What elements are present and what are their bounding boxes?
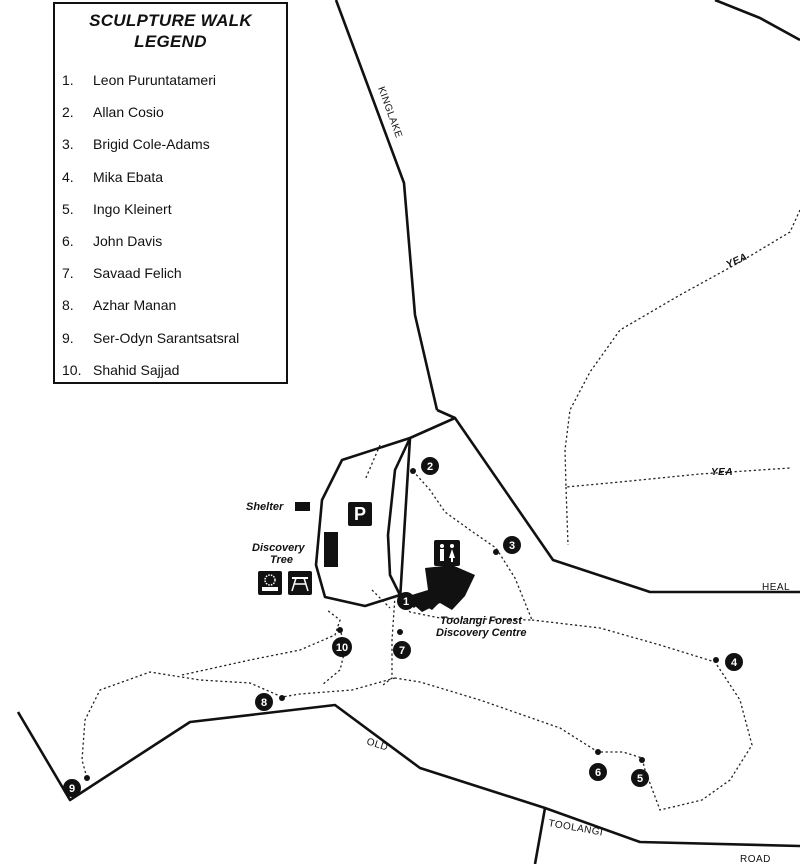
sculpture-marker-5[interactable]: 5 [631,757,649,787]
legend-item-name: Allan Cosio [93,104,164,121]
track-2-3 [412,470,533,621]
svg-text:2: 2 [427,461,433,473]
legend-item: 6. John Davis [55,225,286,257]
legend-item-number: 9. [62,329,74,346]
kinglake-road [334,0,439,411]
svg-text:5: 5 [637,773,643,785]
yea-track-upper [564,209,800,488]
discovery-tree-label-line1: Discovery [252,542,305,554]
legend-title-line1: SCULPTURE WALK [89,11,252,30]
legend-title: SCULPTURE WALK LEGEND [55,10,286,52]
road-label-heal: HEAL [762,582,790,593]
track-west-upper [181,609,341,676]
shelter-icon [295,502,310,511]
legend-item-number: 2. [62,104,74,121]
legend-item: 9. Ser-Odyn Sarantsatsral [55,322,286,354]
picnic-table-icon [288,571,312,595]
road-label-road: ROAD [740,854,771,864]
kinglake-road-lower [436,408,800,594]
svg-text:1: 1 [403,596,409,608]
legend-item-name: Brigid Cole-Adams [93,136,210,153]
sculpture-marker-10[interactable]: 10 [332,627,352,657]
svg-text:10: 10 [336,642,348,654]
legend-item-name: Shahid Sajjad [93,361,180,378]
svg-text:9: 9 [69,783,75,795]
discovery-centre-label-line1: Toolangi Forest [440,615,523,627]
legend-item: 5. Ingo Kleinert [55,193,286,225]
track-west-loop [81,671,396,779]
road-label-yea-lower: YEA [711,467,733,478]
legend-item-number: 10. [62,361,82,378]
legend-item: 8. Azhar Manan [55,289,286,321]
legend-item-number: 6. [62,233,74,250]
track-east-loop [394,619,753,811]
svg-text:4: 4 [731,657,738,669]
legend-item-name: Leon Puruntatameri [93,72,216,89]
legend-item-name: Ser-Odyn Sarantsatsral [93,329,240,346]
barbecue-icon [258,571,282,595]
legend-item: 4. Mika Ebata [55,161,286,193]
sculpture-markers: 1 2 3 4 5 6 7 [63,457,743,797]
track-carpark-south [371,589,391,609]
old-road [16,703,800,848]
svg-text:8: 8 [261,697,267,709]
legend-item: 10. Shahid Sajjad [55,354,286,386]
road-label-yea-upper: YEA [725,251,750,270]
legend-item-number: 1. [62,72,74,89]
sculpture-marker-3[interactable]: 3 [493,536,521,555]
sculpture-marker-7[interactable]: 7 [393,629,411,659]
legend-item-number: 7. [62,265,74,282]
legend-item-number: 5. [62,200,74,217]
toolangi-road-spur [533,807,547,864]
centre-access-road [398,437,412,601]
track-centre-south [382,595,396,686]
track-carpark-north [364,444,381,481]
legend-item-name: Ingo Kleinert [93,200,172,217]
road-label-toolangi: TOOLANGI [547,818,604,838]
svg-text:7: 7 [399,645,405,657]
sculpture-marker-2[interactable]: 2 [410,457,439,475]
shelter-label: Shelter [246,501,284,513]
legend-item-name: Azhar Manan [93,297,177,314]
toilets-icon [434,540,460,566]
walking-tracks [81,209,800,811]
sculpture-marker-4[interactable]: 4 [713,653,743,671]
sculpture-marker-8[interactable]: 8 [255,693,285,711]
legend-item-number: 4. [62,168,74,185]
track-to-1 [399,599,533,621]
parking-letter: P [354,504,366,524]
legend-box: SCULPTURE WALK LEGEND 1. Leon Puruntatame… [53,2,288,384]
svg-text:6: 6 [595,767,601,779]
legend-item: 3. Brigid Cole-Adams [55,128,286,160]
sculpture-marker-9[interactable]: 9 [63,775,90,797]
legend-title-line2: LEGEND [134,32,207,51]
road-label-old: OLD [365,736,389,753]
top-right-road [714,0,800,42]
yea-track-side [565,486,569,546]
road-label-kinglake: KINGLAKE [375,85,404,140]
legend-item-name: Savaad Felich [93,265,182,282]
legend-item-number: 3. [62,136,74,153]
discovery-tree-icon [324,532,338,567]
svg-text:3: 3 [509,540,515,552]
parking-icon: P [348,502,372,526]
legend-item: 2. Allan Cosio [55,96,286,128]
legend-list: 1. Leon Puruntatameri 2. Allan Cosio 3. Bri… [55,64,286,386]
legend-item-name: Mika Ebata [93,168,164,185]
discovery-tree-label-line2: Tree [270,554,293,566]
sculpture-marker-6[interactable]: 6 [589,749,607,781]
legend-item: 1. Leon Puruntatameri [55,64,286,96]
discovery-centre-label-line2: Discovery Centre [436,627,527,639]
sculpture-marker-1[interactable]: 1 [397,592,415,610]
legend-item-number: 8. [62,297,74,314]
legend-item: 7. Savaad Felich [55,257,286,289]
discovery-centre-building-icon [414,565,475,612]
legend-item-name: John Davis [93,233,163,250]
